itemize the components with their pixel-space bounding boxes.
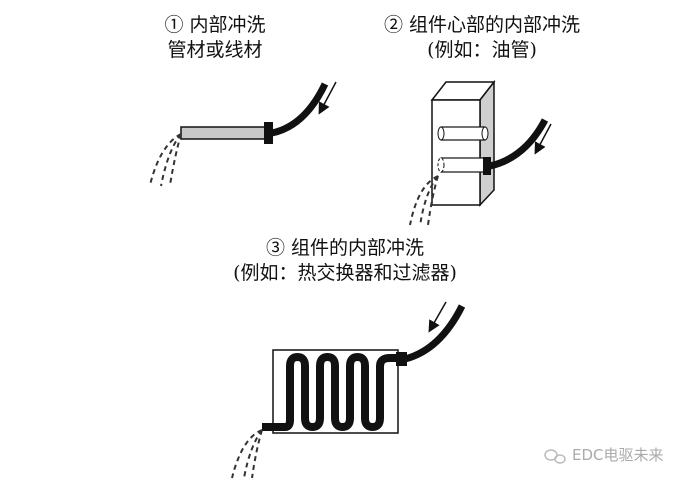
heat-exchanger-illustration: [231, 301, 466, 479]
panel-1-subtitle: 管材或线材: [167, 39, 263, 61]
panel-2-title: ② 组件心部的内部冲洗: [383, 14, 581, 36]
wechat-logo-icon: [544, 449, 566, 464]
panel-3-title: ③ 组件的内部冲洗: [265, 237, 425, 259]
flow-arrow: [534, 123, 552, 155]
block-illustration: [409, 79, 552, 227]
watermark: EDC电驱未来: [572, 446, 664, 464]
panel-1-title: ① 内部冲洗: [164, 14, 266, 36]
flow-arrow: [428, 301, 447, 333]
tube-illustration: [149, 81, 337, 187]
flow-arrow: [318, 81, 337, 115]
panel-3-subtitle: (例如：热交换器和过滤器): [233, 262, 457, 284]
panel-2-subtitle: (例如：油管): [427, 39, 537, 61]
spray-drops: [149, 133, 182, 187]
spray-drops: [409, 175, 439, 227]
spray-drops: [231, 429, 263, 479]
